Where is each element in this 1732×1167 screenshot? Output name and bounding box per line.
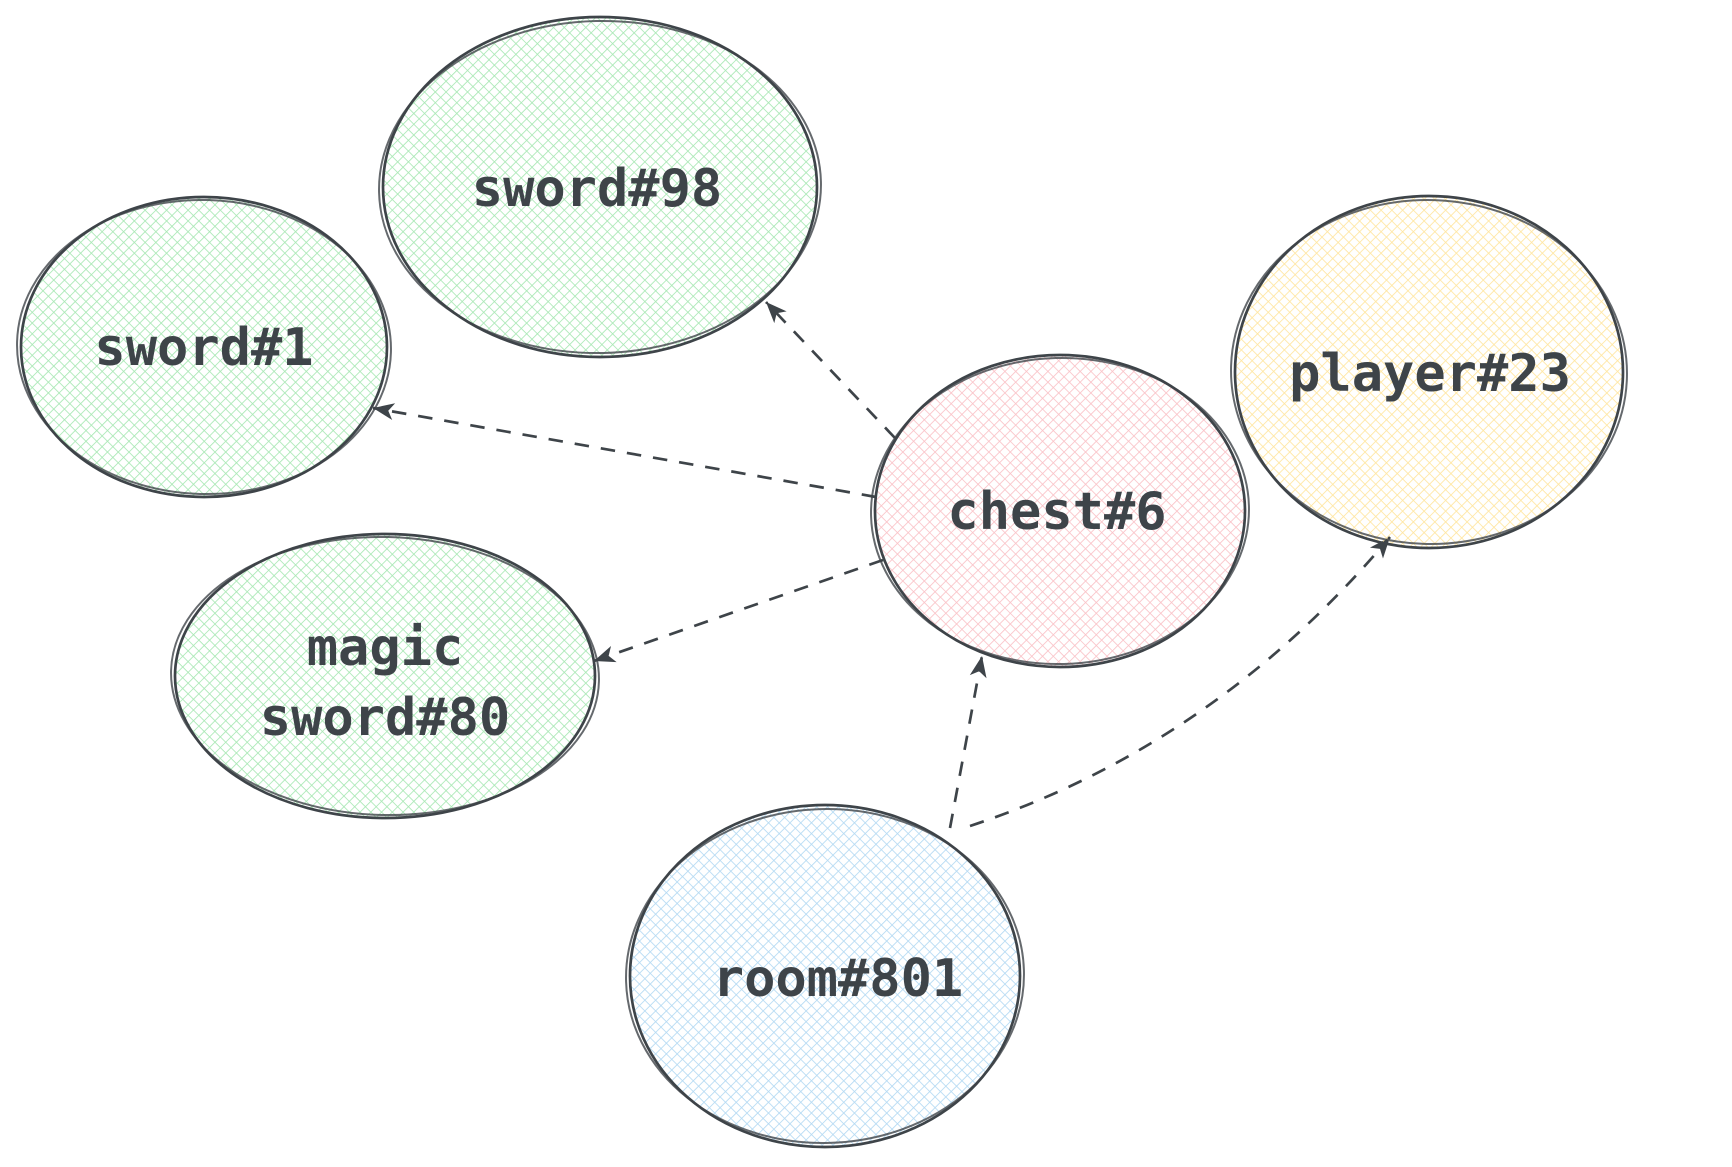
node-chest6-shape-sketch [870,356,1250,666]
node-sword1-shape[interactable] [19,195,389,499]
node-sword98[interactable]: sword#98 [375,15,825,359]
node-sword98-shape-sketch [378,19,822,355]
edge-chest6-to-sword1[interactable] [372,403,877,499]
node-magic-sword80-shape-sketch [170,535,600,817]
node-sword98-shape[interactable] [381,15,819,359]
node-chest6-label: chest#6 [947,482,1166,542]
node-room801-shape[interactable] [628,803,1022,1149]
node-magic-sword80-label-line1: magic [307,618,464,678]
node-magic-sword80-label-line2: sword#80 [260,688,510,748]
node-sword1[interactable]: sword#1 [13,195,395,499]
node-player23-shape-sketch [1230,198,1628,546]
edge-room801-to-chest6[interactable] [948,655,987,829]
node-player23-label: player#23 [1289,344,1571,404]
node-player23[interactable]: player#23 [1226,194,1633,550]
node-sword1-shape-sketch [16,198,392,496]
node-chest6-shape[interactable] [873,353,1247,669]
node-magic-sword80[interactable]: magic sword#80 [168,532,603,820]
node-sword98-label: sword#98 [472,159,722,219]
node-room801[interactable]: room#801 [621,803,1028,1149]
node-chest6[interactable]: chest#6 [867,353,1253,669]
edge-chest6-to-sword98[interactable] [765,301,896,439]
node-room801-shape-sketch [625,807,1025,1145]
edges-layer [372,301,1392,829]
node-magic-sword80-shape[interactable] [173,532,597,820]
node-player23-shape[interactable] [1233,194,1625,550]
node-sword1-label: sword#1 [94,318,313,378]
node-room801-label: room#801 [713,949,963,1009]
edge-chest6-to-magic-sword80[interactable] [593,558,884,663]
